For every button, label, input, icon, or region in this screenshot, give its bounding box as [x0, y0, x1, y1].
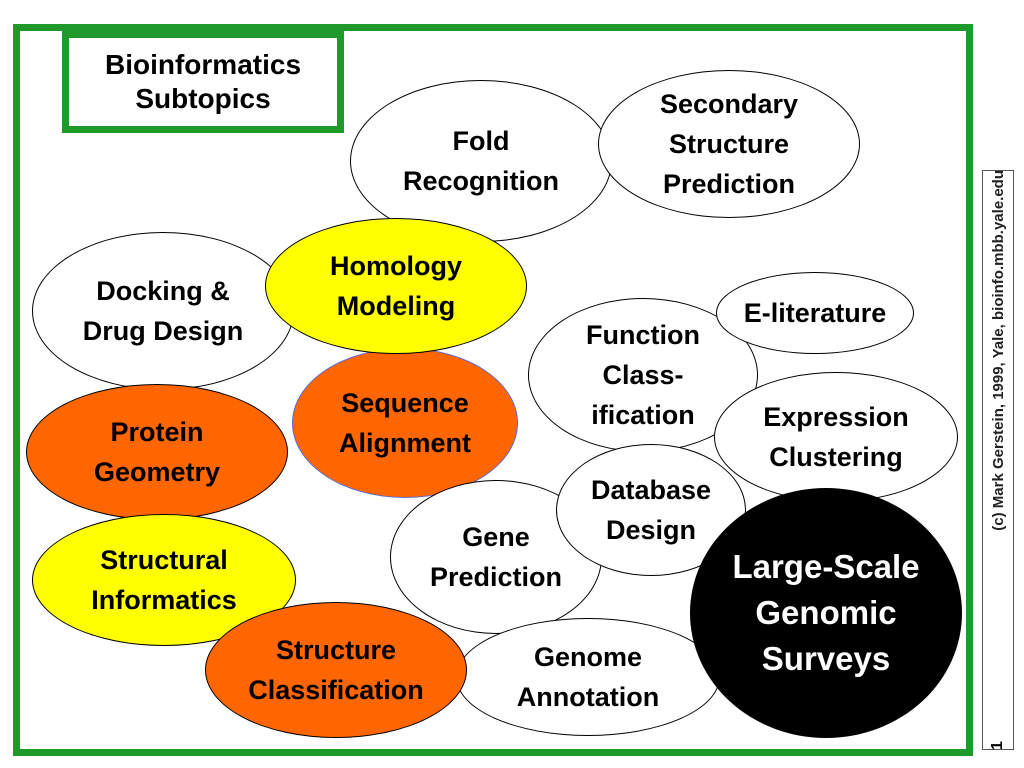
topic-secondary-structure-prediction: Secondary Structure Prediction: [598, 70, 860, 218]
topic-label: E-literature: [743, 298, 887, 328]
topic-label: Protein: [110, 417, 204, 447]
topic-label: Class-: [602, 360, 684, 390]
topic-label: Surveys: [761, 640, 891, 677]
topic-label: Sequence: [341, 388, 469, 418]
topic-structure-classification: Structure Classification: [205, 602, 467, 738]
copyright-credit: (c) Mark Gerstein, 1999, Yale, bioinfo.m…: [989, 170, 1007, 531]
topic-label: Function: [586, 320, 700, 350]
topic-e-literature: E-literature: [716, 272, 914, 354]
topic-label: Modeling: [336, 291, 456, 321]
topic-label: Informatics: [91, 585, 237, 615]
topic-label: Expression: [763, 402, 909, 432]
topic-label: Alignment: [339, 428, 471, 458]
topic-label: Geometry: [93, 457, 221, 487]
topic-genome-annotation: Genome Annotation: [456, 618, 720, 736]
topic-label: Design: [605, 515, 696, 545]
topic-label: Prediction: [662, 169, 796, 199]
topic-docking-drug-design: Docking & Drug Design: [32, 232, 294, 390]
topic-label: Clustering: [769, 442, 903, 472]
topic-label: Prediction: [429, 562, 563, 592]
topic-label: Gene: [462, 522, 530, 552]
topic-label: Fold: [452, 126, 510, 156]
title-line: Subtopics: [135, 83, 271, 114]
topic-expression-clustering: Expression Clustering: [714, 372, 958, 502]
topic-label: Recognition: [403, 166, 559, 196]
topic-label: Classification: [248, 675, 424, 705]
topic-label: Annotation: [516, 682, 660, 712]
topic-label: Database: [590, 475, 712, 505]
topic-homology-modeling: Homology Modeling: [265, 218, 527, 354]
topic-label: Genomic: [755, 594, 897, 631]
topic-sequence-alignment: Sequence Alignment: [292, 348, 518, 498]
topic-label: Large-Scale: [732, 548, 920, 585]
topic-label: Docking &: [96, 276, 230, 306]
credit-sidebar: 1 (c) Mark Gerstein, 1999, Yale, bioinfo…: [982, 170, 1014, 750]
topic-label: Drug Design: [82, 316, 244, 346]
topic-large-scale-genomic-surveys: Large-Scale Genomic Surveys: [690, 488, 962, 738]
topic-label: Structural: [100, 545, 228, 575]
topic-label: Secondary: [659, 89, 799, 119]
page-number: 1: [989, 741, 1006, 750]
topic-label: Genome: [533, 642, 643, 672]
topic-label: Structure: [668, 129, 790, 159]
topic-label: ification: [591, 400, 695, 430]
topic-label: Homology: [330, 251, 462, 281]
topic-protein-geometry: Protein Geometry: [26, 384, 288, 520]
outer-frame: [13, 24, 973, 756]
title-line: Bioinformatics: [104, 49, 302, 80]
title-box: Bioinformatics Subtopics: [62, 31, 344, 133]
topic-label: Structure: [275, 635, 397, 665]
topic-structural-informatics: Structural Informatics: [32, 514, 296, 646]
